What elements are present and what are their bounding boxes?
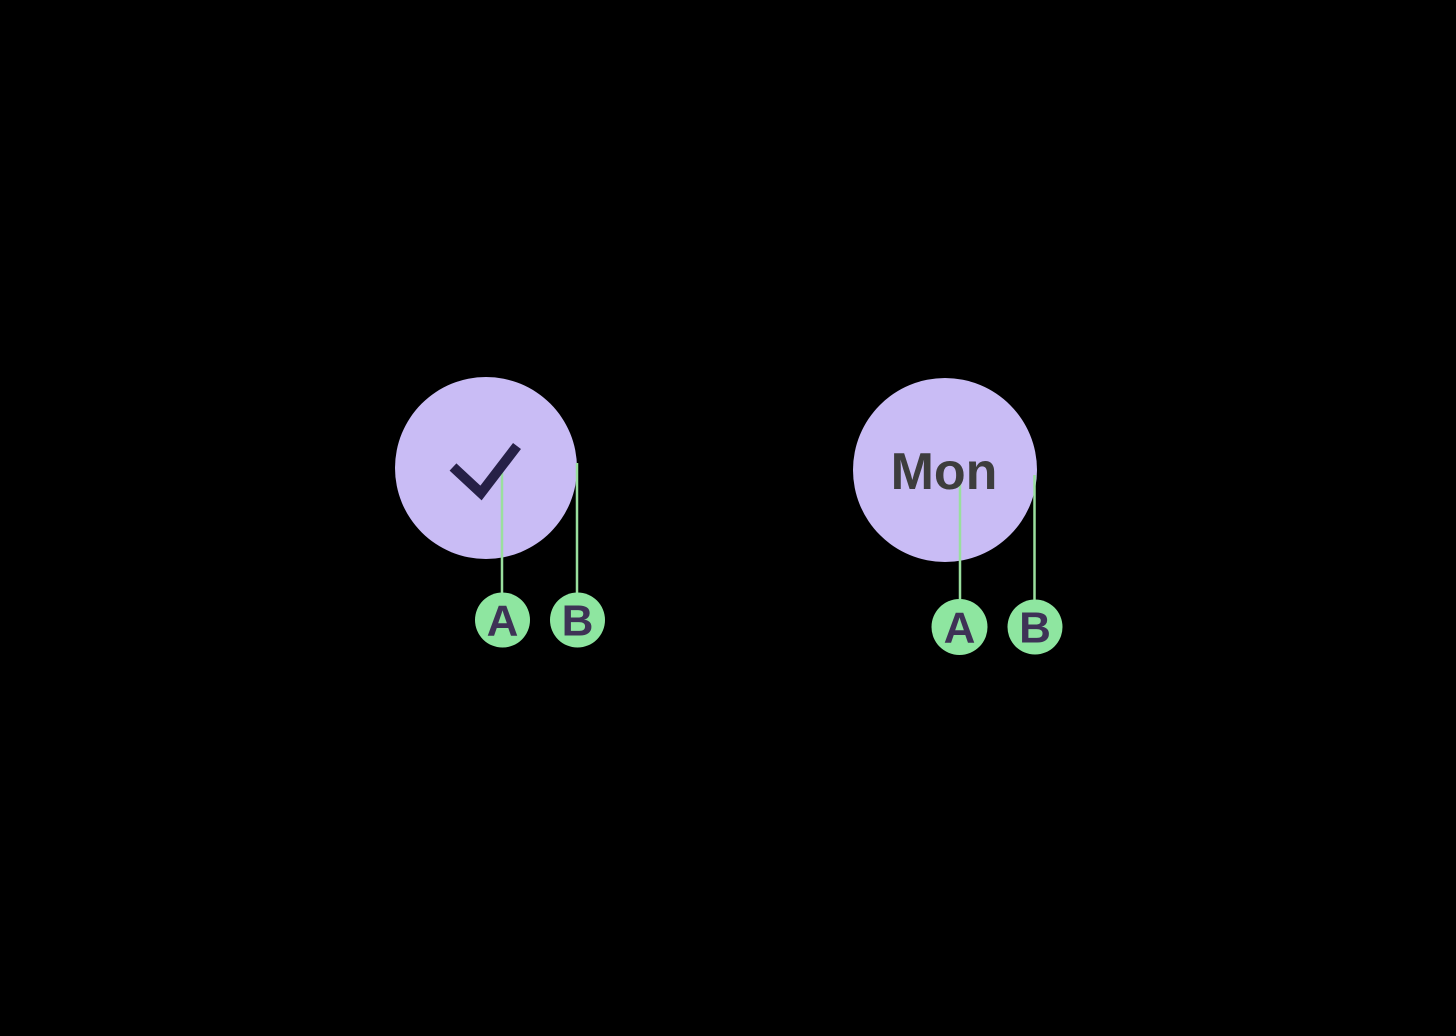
- node-group-mon: Mon A B: [853, 378, 1063, 655]
- child-node-check-b[interactable]: [550, 592, 605, 648]
- child-node-check-a[interactable]: [475, 592, 530, 648]
- parent-node-label-mon: Mon: [891, 443, 998, 501]
- parent-node-circle-mon[interactable]: [853, 378, 1037, 562]
- child-node-label-b: B: [1019, 603, 1051, 652]
- child-node-mon-a[interactable]: [931, 599, 988, 655]
- node-group-check: A B: [395, 377, 605, 648]
- child-node-mon-b[interactable]: [1007, 599, 1063, 655]
- child-node-label-a: A: [944, 603, 976, 652]
- checkmark-icon: [449, 442, 521, 501]
- child-node-label-b: B: [562, 596, 594, 645]
- parent-node-circle-check[interactable]: [395, 377, 577, 559]
- child-node-label-a: A: [487, 596, 519, 645]
